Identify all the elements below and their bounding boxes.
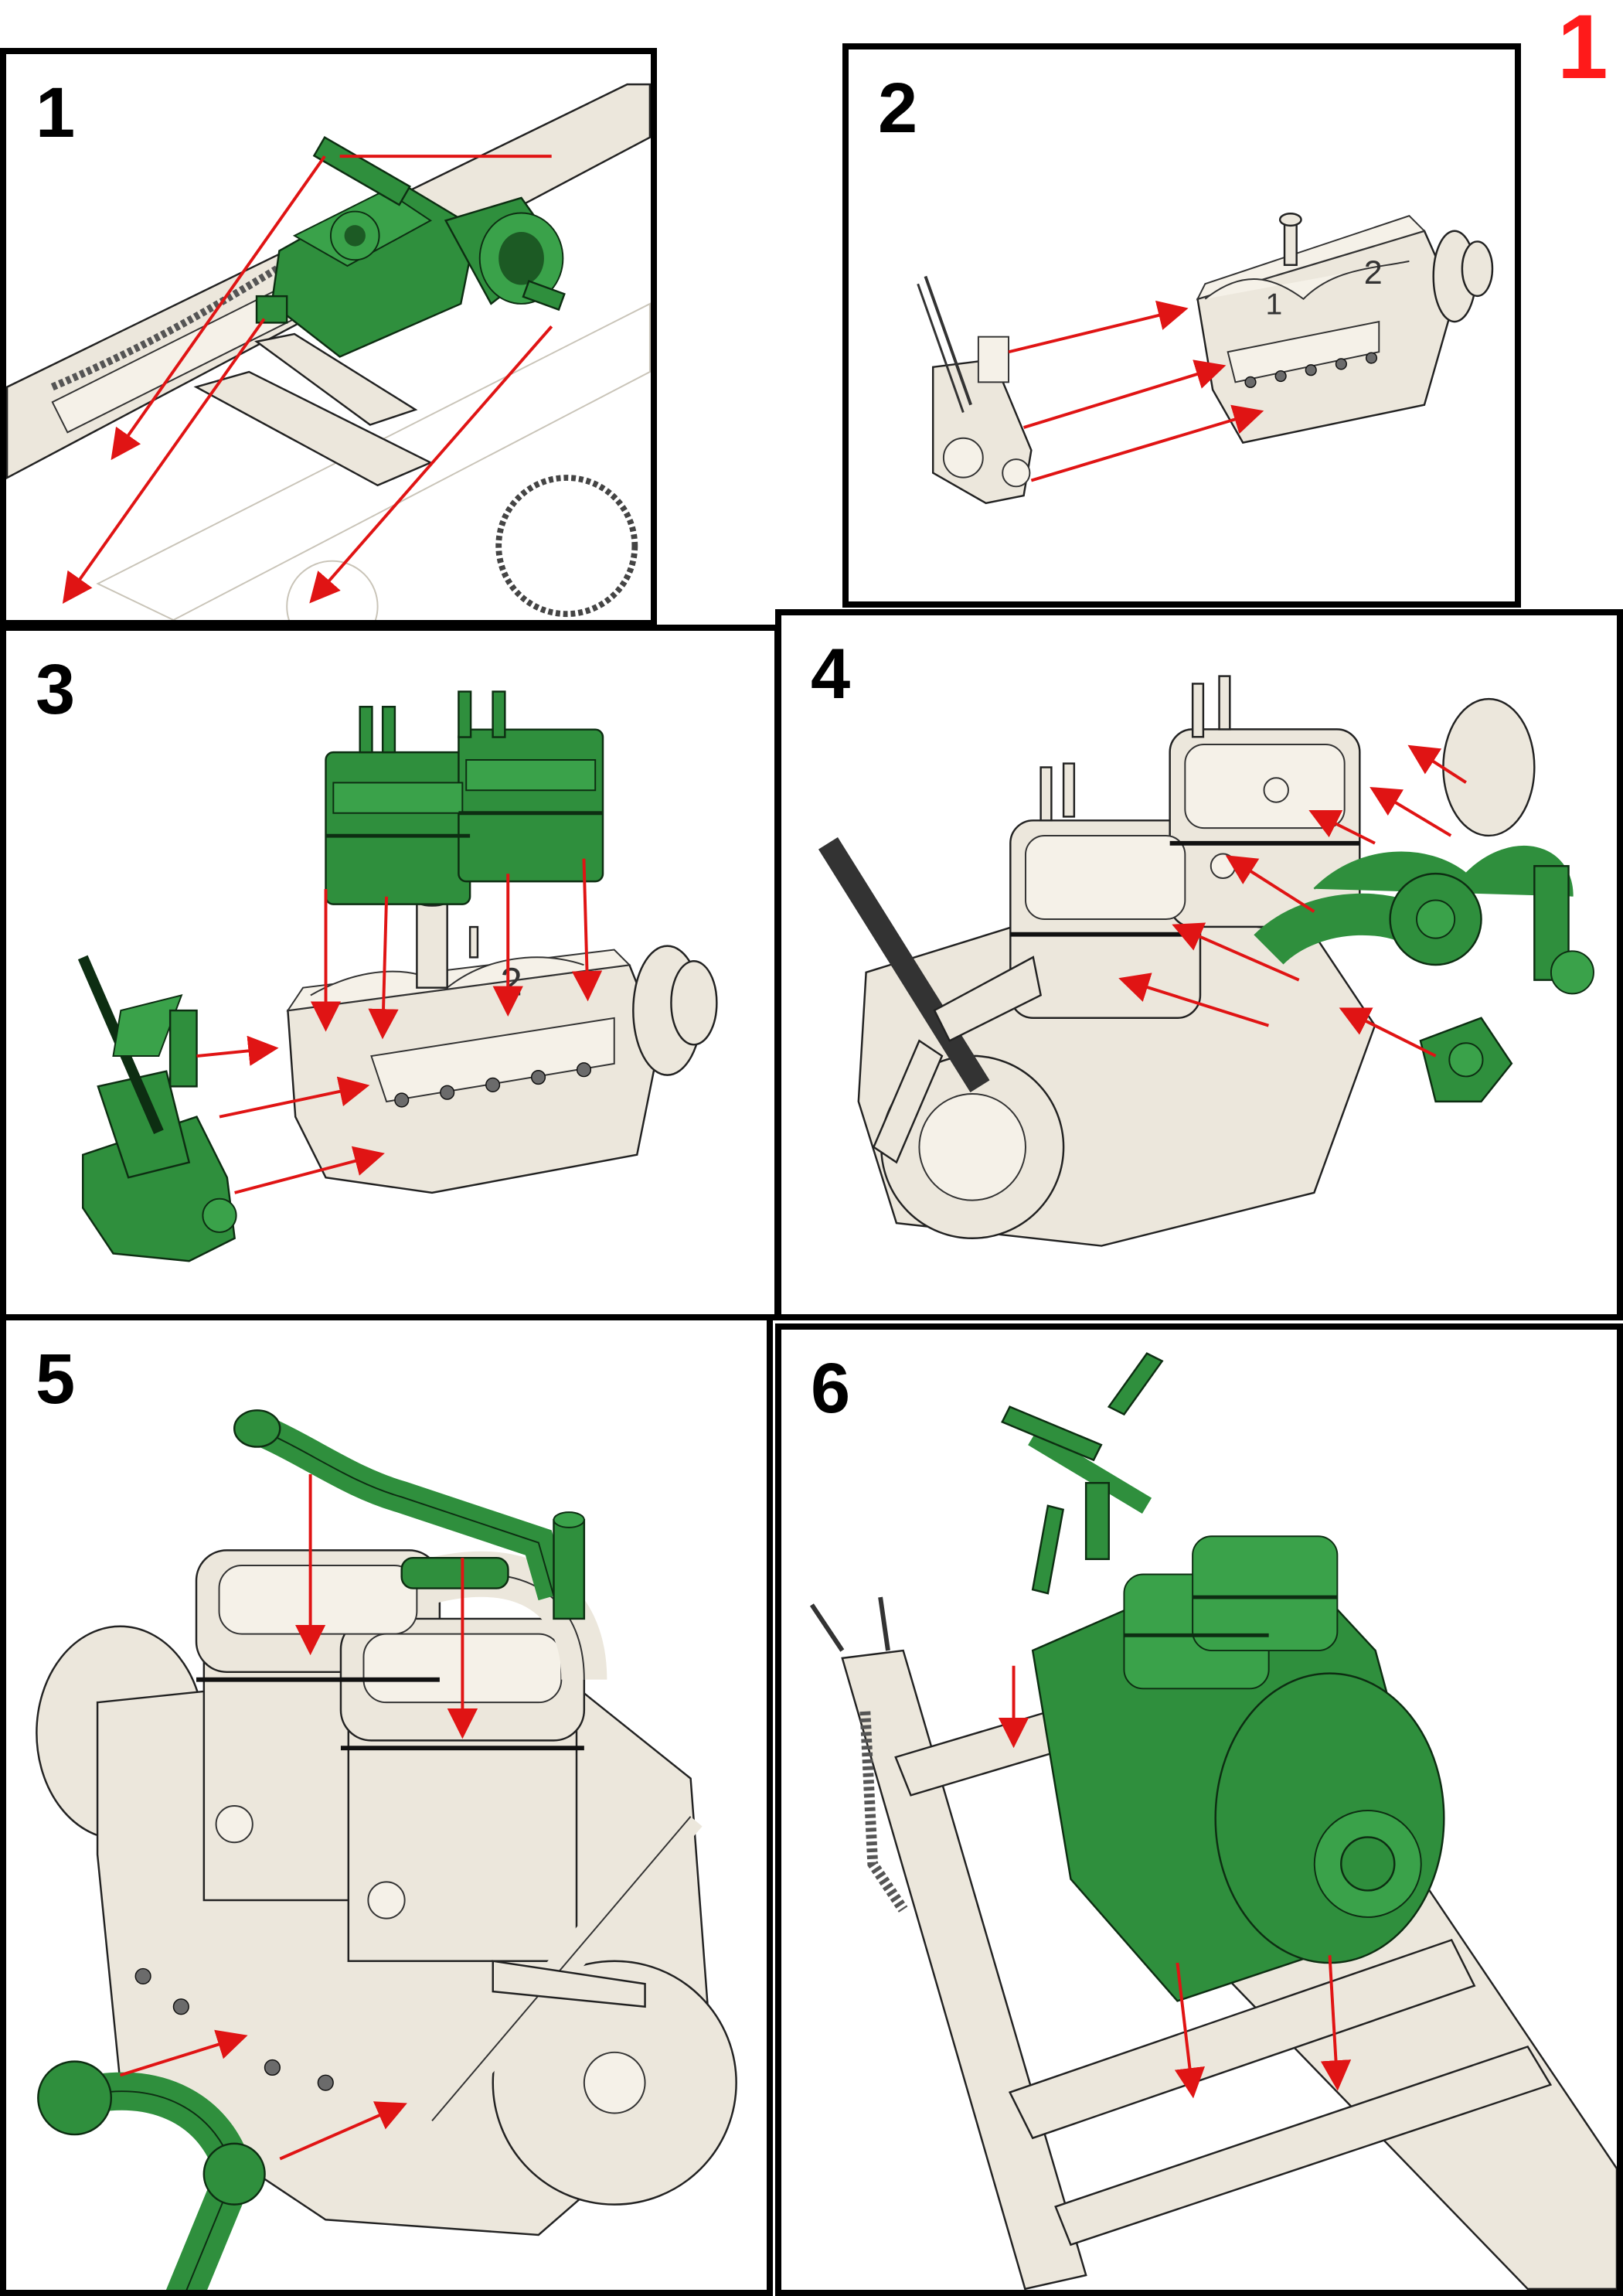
step-5-panel: 5 — [0, 1314, 773, 2296]
step-1-illustration — [6, 83, 651, 620]
cylinder-2-label: 2 — [500, 959, 522, 1003]
step-5-illustration — [36, 1409, 737, 2290]
step-6-panel: 6 — [775, 1323, 1623, 2296]
page-number: 1 — [1557, 0, 1608, 98]
step-number: 1 — [36, 73, 76, 152]
step-2-panel: 2 1 2 — [842, 43, 1521, 608]
step-6-illustration — [809, 1352, 1617, 2290]
step-2-illustration: 1 2 — [917, 213, 1494, 505]
step-1-panel: 1 — [0, 48, 657, 626]
step-number: 5 — [36, 1340, 76, 1419]
cylinder-2-label: 2 — [1364, 254, 1383, 291]
step-4-illustration — [818, 675, 1594, 1247]
step-number: 6 — [811, 1349, 851, 1428]
step-number: 2 — [878, 69, 918, 148]
step-4-panel: 4 — [775, 609, 1623, 1320]
step-number: 3 — [36, 650, 76, 729]
cylinder-1-label: 1 — [1266, 288, 1283, 321]
step-3-panel: 3 2 — [0, 625, 781, 1320]
step-number: 4 — [811, 635, 851, 714]
step-3-illustration: 2 — [77, 690, 718, 1262]
